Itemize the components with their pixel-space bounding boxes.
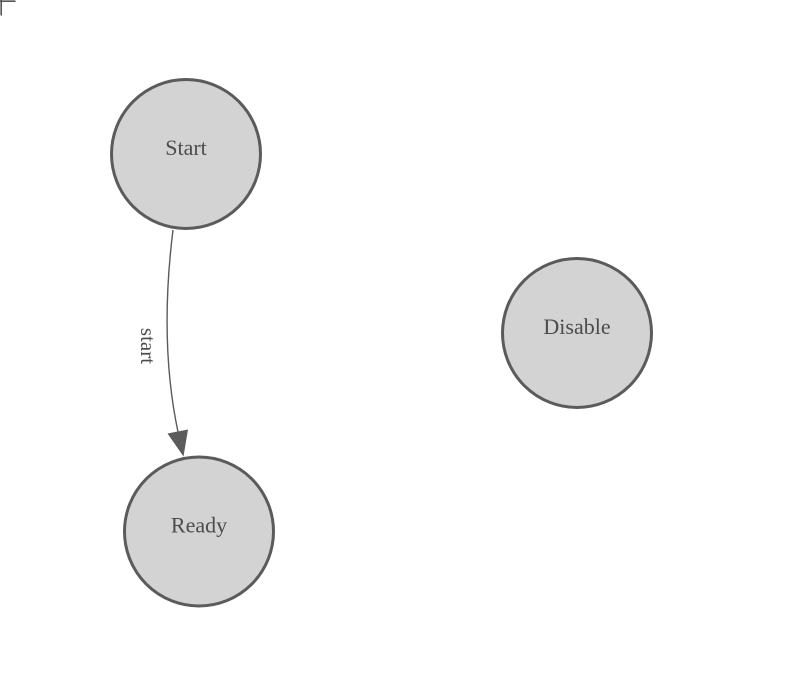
- edge-path[interactable]: [166, 229, 179, 433]
- node-disable-label: Disable: [543, 314, 610, 339]
- edge-label[interactable]: start: [135, 326, 162, 365]
- edge-start-to-ready[interactable]: start: [135, 229, 188, 457]
- edge-arrowhead: [167, 429, 188, 457]
- node-ready-circle[interactable]: [123, 455, 275, 608]
- node-disable[interactable]: Disable: [501, 257, 653, 409]
- node-start[interactable]: Start: [110, 78, 262, 230]
- origin-corner-marker: [0, 0, 16, 16]
- node-ready[interactable]: Ready: [123, 455, 275, 608]
- node-start-circle[interactable]: [110, 78, 262, 230]
- node-ready-label: Ready: [171, 513, 227, 538]
- node-disable-circle[interactable]: [501, 257, 653, 409]
- node-start-label: Start: [165, 135, 207, 160]
